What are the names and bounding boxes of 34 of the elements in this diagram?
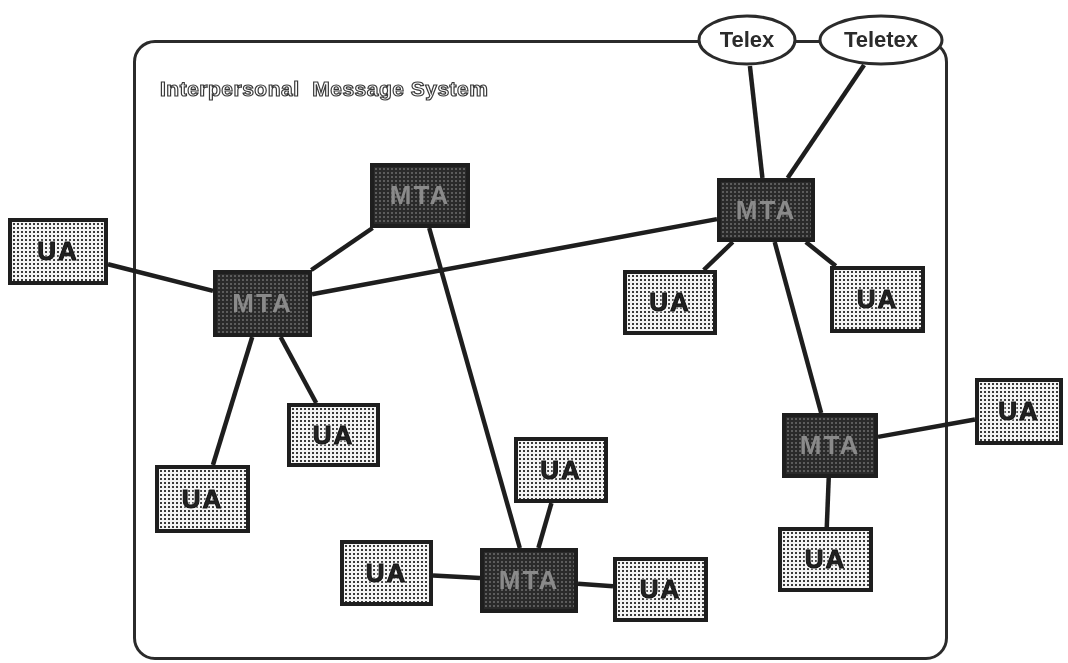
- transfer-agent-box: MTA: [213, 270, 312, 337]
- connection-line: [824, 477, 831, 528]
- transfer-agent-box: MTA: [782, 413, 878, 478]
- system-title: Interpersonal Message System: [160, 77, 489, 101]
- connection-line: [278, 335, 319, 405]
- user-agent-box: UA: [514, 437, 608, 503]
- connection-line: [804, 240, 838, 268]
- connection-line: [785, 63, 866, 180]
- connection-line: [432, 573, 481, 581]
- user-agent-box: UA: [287, 403, 380, 467]
- user-agent-box: UA: [613, 557, 708, 622]
- connection-line: [772, 241, 824, 414]
- connection-line: [310, 226, 374, 272]
- transfer-agent-box: MTA: [370, 163, 470, 228]
- connection-line: [536, 502, 554, 549]
- connection-line: [107, 262, 214, 294]
- connection-line: [747, 65, 765, 179]
- user-agent-box: UA: [340, 540, 433, 606]
- network-ellipse: Teletex: [818, 14, 944, 66]
- connection-line: [577, 581, 614, 589]
- user-agent-box: UA: [778, 527, 873, 592]
- connection-line: [210, 336, 255, 466]
- network-ellipse: Telex: [697, 14, 797, 66]
- user-agent-box: UA: [155, 465, 250, 533]
- connection-line: [877, 417, 976, 440]
- connection-line: [702, 240, 735, 272]
- transfer-agent-box: MTA: [717, 178, 815, 242]
- user-agent-box: UA: [830, 266, 925, 333]
- user-agent-box: UA: [623, 270, 717, 335]
- user-agent-box: UA: [975, 378, 1063, 445]
- user-agent-box: UA: [8, 218, 108, 285]
- transfer-agent-box: MTA: [480, 548, 578, 613]
- connection-line: [311, 216, 718, 297]
- connection-line: [427, 227, 522, 549]
